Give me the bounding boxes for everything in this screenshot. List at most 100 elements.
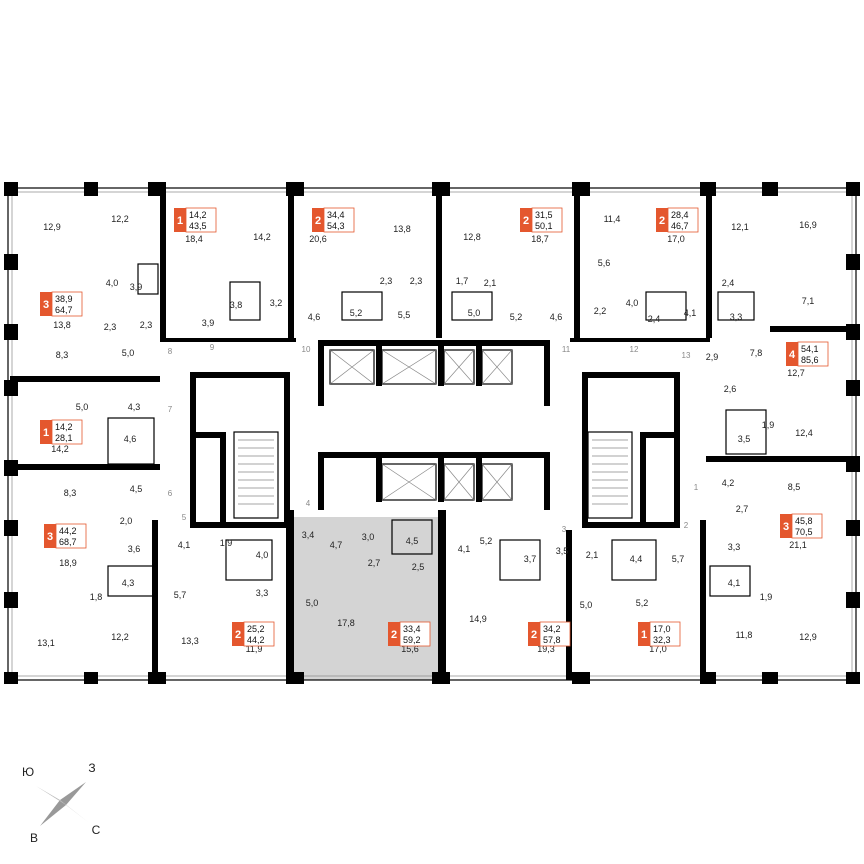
room-area-label: 2,9 — [706, 352, 719, 362]
svg-text:44,2: 44,2 — [59, 526, 77, 536]
svg-text:28,4: 28,4 — [671, 210, 689, 220]
room-area-label: 12,8 — [463, 232, 481, 242]
room-area-label: 2,4 — [722, 278, 735, 288]
svg-text:54,3: 54,3 — [327, 221, 345, 231]
room-area-label: 17,0 — [649, 644, 667, 654]
entrance-number: 2 — [684, 521, 689, 530]
room-area-label: 13,8 — [393, 224, 411, 234]
svg-text:33,4: 33,4 — [403, 624, 421, 634]
stair-core-right — [582, 372, 680, 528]
room-area-label: 4,2 — [722, 478, 735, 488]
room-area-label: 7,1 — [802, 296, 815, 306]
room-area-label: 17,0 — [667, 234, 685, 244]
room-area-label: 14,2 — [51, 444, 69, 454]
svg-text:28,1: 28,1 — [55, 433, 73, 443]
room-area-label: 2,3 — [380, 276, 393, 286]
room-area-label: 5,2 — [350, 308, 363, 318]
room-area-label: 1,8 — [90, 592, 103, 602]
side-columns — [4, 254, 860, 608]
room-area-label: 5,0 — [76, 402, 89, 412]
svg-text:1: 1 — [43, 427, 49, 439]
svg-text:32,3: 32,3 — [653, 635, 671, 645]
svg-text:3: 3 — [43, 299, 49, 311]
room-area-label: 5,0 — [122, 348, 135, 358]
entrance-number: 6 — [168, 489, 173, 498]
room-area-label: 4,5 — [130, 484, 143, 494]
compass-label-s: С — [92, 823, 101, 837]
room-area-label: 3,0 — [362, 532, 375, 542]
room-area-label: 3,7 — [524, 554, 537, 564]
entrance-number: 10 — [302, 345, 311, 354]
apartment-badge[interactable]: 2 28,446,7 — [656, 207, 699, 233]
room-area-label: 5,6 — [598, 258, 611, 268]
room-area-label: 13,3 — [181, 636, 199, 646]
room-area-label: 3,5 — [738, 434, 751, 444]
apartment-badge[interactable]: 2 34,257,8 — [528, 621, 571, 647]
apartment-badge[interactable]: 2 31,550,1 — [520, 207, 563, 233]
svg-text:14,2: 14,2 — [189, 210, 207, 220]
room-area-label: 4,7 — [330, 540, 343, 550]
room-area-label: 2,1 — [484, 278, 497, 288]
room-area-label: 19,3 — [537, 644, 555, 654]
apartment-badge[interactable]: 2 34,454,3 — [312, 207, 355, 233]
apartment-badges[interactable]: 1 14,243,5 2 34,454,3 2 31,550,1 2 28,44… — [40, 207, 829, 647]
room-area-label: 4,1 — [728, 578, 741, 588]
svg-text:54,1: 54,1 — [801, 344, 819, 354]
apartment-badge[interactable]: 3 38,964,7 — [40, 291, 83, 317]
room-area-label: 3,2 — [270, 298, 283, 308]
svg-text:2: 2 — [315, 215, 321, 227]
svg-text:2: 2 — [531, 629, 537, 641]
apartment-badge[interactable]: 3 44,268,7 — [44, 523, 87, 549]
room-area-label: 13,1 — [37, 638, 55, 648]
room-area-label: 8,3 — [56, 350, 69, 360]
room-area-label: 12,9 — [799, 632, 817, 642]
room-area-label: 2,1 — [586, 550, 599, 560]
svg-text:4: 4 — [789, 349, 796, 361]
compass-rose: Ю З В С — [22, 761, 101, 845]
room-area-label: 1,9 — [762, 420, 775, 430]
svg-text:3: 3 — [47, 531, 53, 543]
entrance-number: 9 — [210, 343, 215, 352]
svg-text:3: 3 — [783, 521, 789, 533]
room-area-label: 18,4 — [185, 234, 203, 244]
room-area-label: 4,1 — [458, 544, 471, 554]
compass-label-yu: Ю — [22, 765, 34, 779]
svg-text:17,0: 17,0 — [653, 624, 671, 634]
room-labels: 12,9 12,2 18,4 14,2 20,6 13,8 12,8 18,7 … — [37, 214, 817, 654]
selected-apartment-highlight[interactable] — [292, 517, 440, 680]
room-area-label: 5,7 — [174, 590, 187, 600]
room-area-label: 3,9 — [130, 282, 143, 292]
room-area-label: 12,2 — [111, 632, 129, 642]
room-area-label: 1,9 — [760, 592, 773, 602]
svg-text:2: 2 — [523, 215, 529, 227]
svg-text:31,5: 31,5 — [535, 210, 553, 220]
svg-text:25,2: 25,2 — [247, 624, 265, 634]
room-area-label: 5,5 — [398, 310, 411, 320]
svg-text:2: 2 — [659, 215, 665, 227]
entrance-number: 8 — [168, 347, 173, 356]
svg-text:57,8: 57,8 — [543, 635, 561, 645]
apartment-badge[interactable]: 1 14,228,1 — [40, 419, 83, 445]
room-area-label: 12,2 — [111, 214, 129, 224]
compass-label-z: З — [88, 761, 95, 775]
svg-text:34,4: 34,4 — [327, 210, 345, 220]
svg-text:46,7: 46,7 — [671, 221, 689, 231]
room-area-label: 5,2 — [510, 312, 523, 322]
svg-text:2: 2 — [391, 629, 397, 641]
apartment-badge[interactable]: 3 45,870,5 — [780, 513, 823, 539]
room-area-label: 2,6 — [724, 384, 737, 394]
room-area-label: 13,8 — [53, 320, 71, 330]
apartment-badge-selected[interactable]: 2 33,459,2 — [388, 621, 431, 647]
elevator-core — [318, 340, 550, 510]
apartment-badge[interactable]: 1 17,032,3 — [638, 621, 681, 647]
compass-label-v: В — [30, 831, 38, 845]
room-area-label: 1,9 — [220, 538, 233, 548]
svg-text:68,7: 68,7 — [59, 537, 77, 547]
apartment-badge[interactable]: 1 14,243,5 — [174, 207, 217, 233]
apartment-badge[interactable]: 2 25,244,2 — [232, 621, 275, 647]
room-area-label: 18,7 — [531, 234, 549, 244]
apartment-badge[interactable]: 4 54,185,6 — [786, 341, 829, 367]
svg-text:45,8: 45,8 — [795, 516, 813, 526]
room-area-label: 11,9 — [246, 644, 263, 654]
